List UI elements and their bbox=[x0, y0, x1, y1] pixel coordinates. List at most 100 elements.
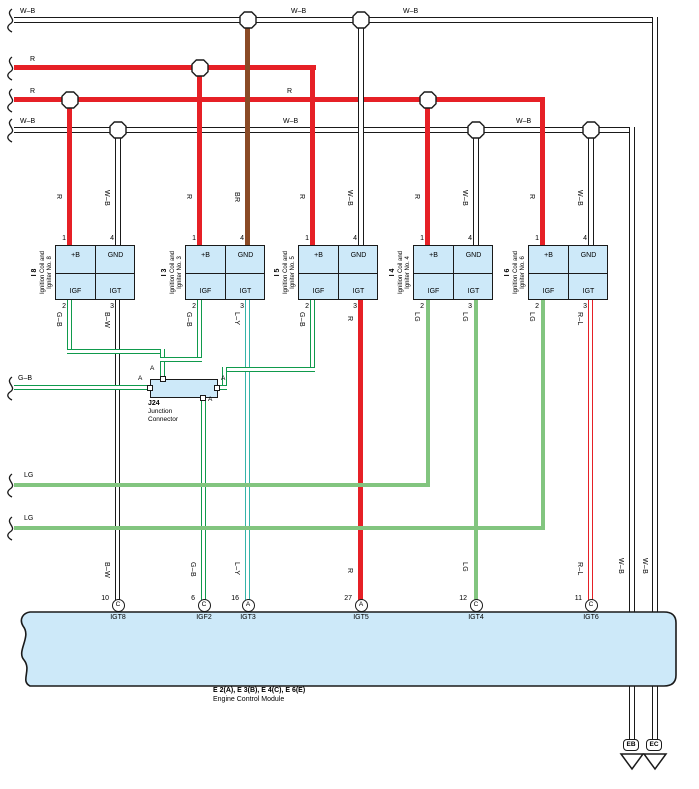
pin-cell-gnd: GND bbox=[237, 252, 254, 259]
wire-r-trunk-lower bbox=[14, 97, 545, 102]
wire-wb-trunk-low bbox=[14, 127, 635, 133]
ecm-pin-igt8: 10 C IGT8 bbox=[88, 594, 148, 626]
splice-octagon bbox=[61, 91, 79, 109]
ecm-pin-igt5: 27 A IGT5 bbox=[331, 594, 391, 626]
pin-cell-b: +B bbox=[71, 252, 80, 259]
wire-label: W–B bbox=[283, 118, 299, 125]
wire-continuation-mark bbox=[7, 8, 14, 33]
splice-octagon bbox=[467, 121, 485, 139]
pin-number: 3 bbox=[583, 303, 587, 310]
wire-label: G–B bbox=[298, 312, 305, 327]
splice-octagon bbox=[582, 121, 600, 139]
block-i8: +B GND IGF IGT 1 4 2 3 I 8 Ignition Coil… bbox=[31, 235, 135, 310]
block-i3-label: I 3 Ignition Coil and Igniter No. 3 bbox=[161, 250, 184, 295]
pin-number: 10 bbox=[101, 595, 109, 602]
wire-label: G–B bbox=[18, 375, 33, 382]
connector-letter-icon: C bbox=[584, 599, 598, 612]
wire-label: R bbox=[346, 568, 353, 574]
wire-label: R bbox=[185, 194, 192, 200]
wire-label: R–L bbox=[576, 312, 583, 326]
connector-letter-icon: C bbox=[111, 599, 125, 612]
pin-number: 2 bbox=[192, 303, 196, 310]
block-i4: +B GND IGF IGT 1 4 2 3 I 4 Ignition Coil… bbox=[389, 235, 493, 310]
pin-number: 2 bbox=[305, 303, 309, 310]
splice-octagon bbox=[191, 59, 209, 77]
wire-label: BR bbox=[233, 192, 240, 203]
pin-number: 3 bbox=[240, 303, 244, 310]
wire-continuation-mark bbox=[7, 88, 14, 113]
j24-pin-label: A bbox=[138, 375, 143, 382]
pin-cell-gnd: GND bbox=[350, 252, 367, 259]
ecm-box bbox=[20, 611, 677, 687]
pin-number: 1 bbox=[305, 235, 309, 242]
wire-lg-branch-1 bbox=[14, 483, 430, 487]
wire-label: LG bbox=[528, 312, 535, 322]
wire-continuation-mark bbox=[7, 56, 14, 81]
pin-number: 2 bbox=[62, 303, 66, 310]
pin-cell-b: +B bbox=[314, 252, 323, 259]
wire-lg-i4-igf bbox=[426, 300, 430, 487]
pin-number: 4 bbox=[468, 235, 472, 242]
wire-label: R–L bbox=[576, 562, 583, 576]
wire-r-igt5 bbox=[358, 300, 363, 605]
wire-label: R bbox=[30, 88, 36, 95]
wire-label: W–B bbox=[576, 190, 583, 207]
wire-wb-i6-gnd bbox=[588, 127, 594, 245]
wire-gb-collector-1 bbox=[67, 349, 165, 354]
block-i3-body: +B GND IGF IGT bbox=[185, 245, 265, 300]
wire-label: LG bbox=[461, 312, 468, 322]
wire-r-i5-b bbox=[310, 65, 315, 245]
wire-label: W–B bbox=[103, 190, 110, 207]
wire-label: R bbox=[55, 194, 62, 200]
wire-label: R bbox=[287, 88, 293, 95]
pin-number: 3 bbox=[468, 303, 472, 310]
wire-label: W–B bbox=[403, 8, 419, 15]
pin-cell-igt: IGT bbox=[582, 288, 595, 295]
wire-lg-branch-2 bbox=[14, 526, 545, 530]
wire-wb-i4-gnd bbox=[473, 127, 479, 245]
wire-continuation-mark bbox=[7, 516, 14, 541]
pin-name: IGT8 bbox=[110, 614, 126, 621]
wire-r-i8-b bbox=[67, 100, 72, 245]
wire-wb-ground-eb bbox=[629, 127, 635, 746]
block-i6: +B GND IGF IGT 1 4 2 3 I 6 Ignition Coil… bbox=[504, 235, 608, 310]
block-i5: +B GND IGF IGT 1 4 2 3 I 5 Ignition Coil… bbox=[274, 235, 378, 310]
wire-label: G–B bbox=[185, 312, 192, 327]
wire-label: R bbox=[346, 316, 353, 322]
connector-letter-icon: C bbox=[197, 599, 211, 612]
wire-label: R bbox=[528, 194, 535, 200]
wire-label: R bbox=[413, 194, 420, 200]
wire-gb-igf2 bbox=[201, 396, 206, 605]
wire-label: W–B bbox=[617, 558, 624, 575]
wire-label: G–B bbox=[189, 562, 196, 577]
pin-cell-gnd: GND bbox=[580, 252, 597, 259]
ecm-pin-igf2: 6 C IGF2 bbox=[174, 594, 234, 626]
ecm-pin-igt6: 11 C IGT6 bbox=[561, 594, 621, 626]
wire-lg-i6-igf bbox=[541, 300, 545, 530]
splice-octagon bbox=[109, 121, 127, 139]
wire-wb-trunk-top bbox=[14, 17, 658, 23]
pin-number: 16 bbox=[231, 595, 239, 602]
pin-number: 3 bbox=[110, 303, 114, 310]
wire-label: LG bbox=[413, 312, 420, 322]
ecm-pin-igt3: 16 A IGT3 bbox=[218, 594, 278, 626]
wire-r-trunk-upper bbox=[14, 65, 316, 70]
connector-letter-icon: A bbox=[354, 599, 368, 612]
splice-octagon bbox=[239, 11, 257, 29]
j24-id: J24 bbox=[148, 400, 160, 407]
wire-gb-i3-igf bbox=[197, 300, 202, 362]
wire-br-i3-gnd bbox=[245, 20, 250, 245]
pin-cell-igf: IGF bbox=[542, 288, 555, 295]
wire-label: G–B bbox=[55, 312, 62, 327]
pin-number: 4 bbox=[240, 235, 244, 242]
pin-number: 11 bbox=[574, 595, 582, 602]
pin-cell-igt: IGT bbox=[109, 288, 122, 295]
wire-gb-i8-igf bbox=[67, 300, 72, 352]
wire-wb-ground-ec bbox=[652, 17, 658, 746]
pin-name: IGT4 bbox=[468, 614, 484, 621]
wire-label: LG bbox=[461, 562, 468, 572]
ground-icon bbox=[642, 753, 668, 771]
pin-cell-igf: IGF bbox=[312, 288, 325, 295]
pin-number: 6 bbox=[191, 595, 195, 602]
ground-code-eb: EB bbox=[623, 739, 640, 751]
